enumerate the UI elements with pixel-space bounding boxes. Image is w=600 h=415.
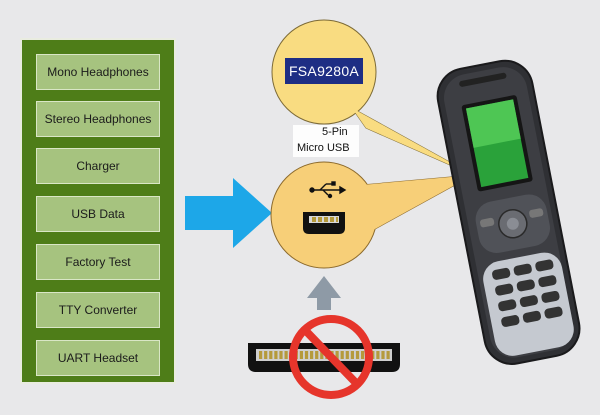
connector-pin (345, 351, 349, 359)
device-item-uart-headset: UART Headset (36, 340, 160, 376)
device-item-tty-converter: TTY Converter (36, 292, 160, 328)
connector-pin (299, 351, 303, 359)
phone-icon (436, 59, 581, 365)
connector-pin (361, 351, 365, 359)
prohibited-icon (289, 315, 373, 399)
connector-pin (355, 351, 360, 359)
connector-pin (259, 351, 263, 359)
usb-icon (309, 181, 347, 199)
connector-callout (270, 161, 474, 269)
connector-pin (284, 351, 288, 359)
connector-pin (335, 351, 339, 359)
device-list-panel: Mono Headphones Stereo Headphones Charge… (20, 38, 176, 384)
connector-pin (274, 351, 278, 359)
connector-pin (279, 351, 283, 359)
chip-label: FSA9280A (285, 58, 363, 84)
device-item-mono-headphones: Mono Headphones (36, 54, 160, 90)
device-item-stereo-headphones: Stereo Headphones (36, 101, 160, 137)
connector-pin (386, 351, 390, 359)
device-item-charger: Charger (36, 148, 160, 184)
connector-pin (304, 351, 309, 359)
connector-label-type: Micro USB (297, 142, 350, 154)
device-item-factory-test: Factory Test (36, 244, 160, 280)
connector-pin (340, 351, 344, 359)
connector-pin (315, 351, 319, 359)
device-item-usb-data: USB Data (36, 196, 160, 232)
micro-usb-connector (303, 212, 345, 234)
blue-arrow (185, 178, 272, 248)
connector-label-pin-count: 5-Pin (322, 126, 348, 138)
connector-pin (264, 351, 268, 359)
connector-pin (350, 351, 354, 359)
connector-pin (269, 351, 273, 359)
gray-up-arrow (307, 276, 341, 310)
connector-pin (381, 351, 385, 359)
connector-pin (320, 351, 324, 359)
connector-pin (310, 351, 314, 359)
connector-pin (376, 351, 380, 359)
